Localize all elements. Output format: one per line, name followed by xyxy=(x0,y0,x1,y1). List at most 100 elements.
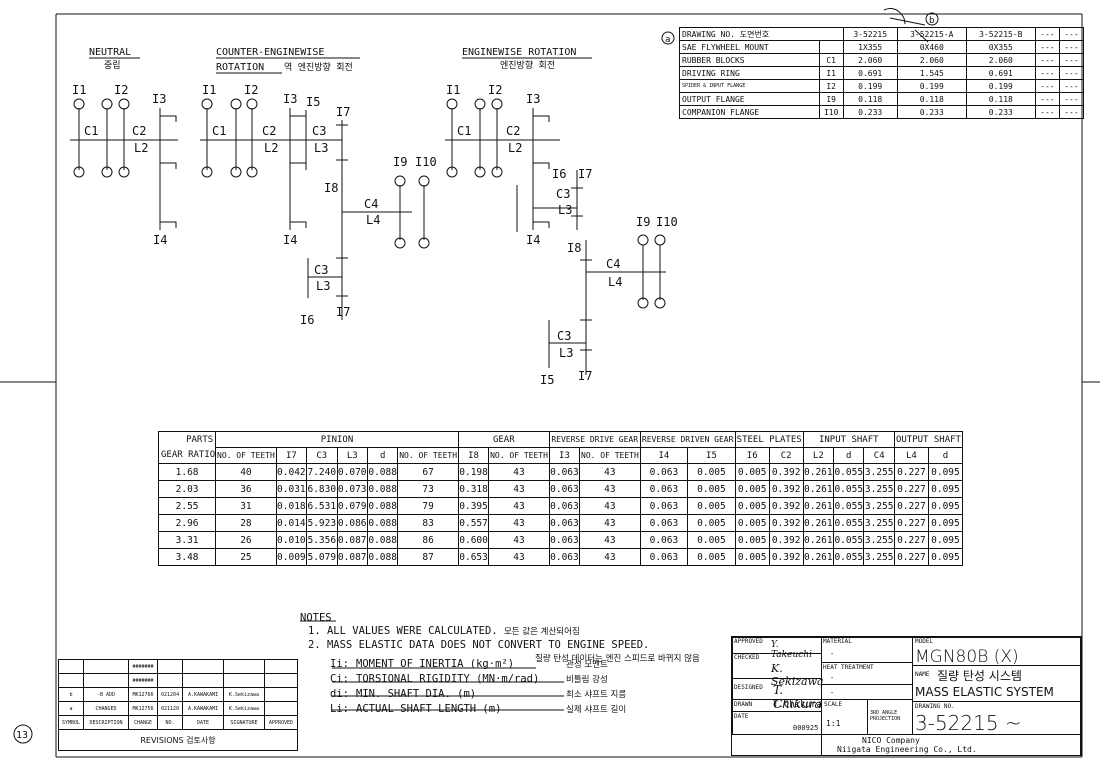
drawing-table-head: --- xyxy=(1034,27,1060,41)
revision-row: ####### xyxy=(57,659,299,674)
revision-mark-a: a xyxy=(665,35,670,45)
legend-symbol: Ci: xyxy=(330,673,349,685)
label-i7: I7 xyxy=(336,305,350,319)
legend-symbol: di: xyxy=(330,688,349,700)
heat-treatment-cell: HEAT TREATMENT - xyxy=(821,662,913,685)
revision-cell xyxy=(57,673,85,688)
table-cell: 6.830 xyxy=(306,480,338,498)
subheader-cell: L3 xyxy=(336,447,368,464)
legend-ko: 비틀림 강성 xyxy=(566,675,608,685)
table-cell: 43 xyxy=(579,463,641,481)
table-cell: 0.653 xyxy=(457,548,490,566)
table-cell: 0.227 xyxy=(893,531,929,549)
label-l3: L3 xyxy=(316,279,330,293)
neutral-diagram xyxy=(70,98,178,230)
counter-diagram xyxy=(200,98,430,320)
table-cell: 3.255 xyxy=(863,480,895,498)
table-cell: 43 xyxy=(488,480,550,498)
drawing-table-cell: --- xyxy=(1058,79,1085,93)
label-c2: C2 xyxy=(132,124,146,138)
table-cell: 0.005 xyxy=(687,548,736,566)
revision-cell: 021204 xyxy=(157,687,184,702)
drawing-table-head: --- xyxy=(1058,27,1085,41)
drawing-table-cell: 0X355 xyxy=(965,40,1036,54)
name-value: MASS ELASTIC SYSTEM xyxy=(915,685,1054,699)
revision-cell: -B ADD xyxy=(83,687,129,702)
table-cell: 0.392 xyxy=(768,548,804,566)
model-cell: MODEL MGN80B (X) xyxy=(912,637,1081,667)
table-cell: 43 xyxy=(488,548,550,566)
material-cell: MATERIAL - xyxy=(821,637,913,663)
table-cell: 0.063 xyxy=(548,514,581,532)
drawn-label: DRAWN xyxy=(734,701,753,708)
designed-signature: T. Chikura xyxy=(773,683,822,711)
parts-header: PARTS xyxy=(157,431,217,448)
label-i9: I9 xyxy=(393,155,407,169)
label-l4: L4 xyxy=(608,275,622,289)
table-cell: 0.055 xyxy=(833,514,865,532)
subheader-cell: NO. OF TEETH xyxy=(215,447,277,464)
table-cell: 0.063 xyxy=(639,531,689,549)
label-i4: I4 xyxy=(526,233,540,247)
subheader-cell: NO. OF TEETH xyxy=(579,447,641,464)
revision-cell xyxy=(157,673,184,688)
revision-cell: A.KAWAKAMI xyxy=(182,687,225,702)
gear-ratio-cell: 3.48 xyxy=(157,548,217,566)
revision-head-cell: APPROVED xyxy=(263,715,299,730)
drawing-table-head: 3-52215-A xyxy=(896,27,967,41)
label-i4: I4 xyxy=(283,233,297,247)
projection-cell: 3RD ANGLE PROJECTION xyxy=(867,699,913,735)
label-l2: L2 xyxy=(508,141,522,155)
subheader-cell: NO. OF TEETH xyxy=(488,447,550,464)
table-cell: 0.063 xyxy=(639,497,689,515)
revision-cell: b xyxy=(57,687,85,702)
table-cell: 0.088 xyxy=(366,531,399,549)
drawing-table-cell: 1X355 xyxy=(842,40,898,54)
table-cell: 0.070 xyxy=(336,463,368,481)
table-cell: 0.055 xyxy=(833,480,865,498)
revision-cell: CHANGED xyxy=(83,701,129,716)
table-cell: 5.079 xyxy=(306,548,338,566)
drawing-table-cell: --- xyxy=(1034,53,1060,67)
table-cell: 0.079 xyxy=(336,497,368,515)
label-i5: I5 xyxy=(306,95,320,109)
table-cell: 0.005 xyxy=(687,480,736,498)
heat-value: - xyxy=(830,674,835,682)
revision-cell xyxy=(57,659,85,674)
revision-mark-b: b xyxy=(929,16,934,26)
drawing-table-head: DRAWING NO. 도면번호 xyxy=(679,27,844,41)
revision-cell xyxy=(83,659,129,674)
table-cell: 0.088 xyxy=(366,480,399,498)
table-cell: 0.318 xyxy=(457,480,490,498)
label-c4: C4 xyxy=(606,257,620,271)
table-cell: 43 xyxy=(579,497,641,515)
label-c1: C1 xyxy=(457,124,471,138)
date-label: DATE xyxy=(734,713,749,720)
label-i10: I10 xyxy=(656,215,678,229)
notes-heading: NOTES xyxy=(300,612,332,624)
dash-value: - xyxy=(830,689,835,697)
drawing-table-cell: I10 xyxy=(818,105,844,119)
rev-driven-header: REVERSE DRIVEN GEAR xyxy=(639,431,736,448)
table-cell: 0.227 xyxy=(893,463,929,481)
table-cell: 0.261 xyxy=(802,514,835,532)
date-value: 000925 xyxy=(793,724,819,732)
subheader-cell: C2 xyxy=(768,447,804,464)
label-l2: L2 xyxy=(134,141,148,155)
drawing-table-cell: 0.199 xyxy=(965,79,1036,93)
subheader-cell: d xyxy=(366,447,399,464)
table-cell: 0.005 xyxy=(687,497,736,515)
label-i7: I7 xyxy=(578,167,592,181)
subheader-cell: C3 xyxy=(306,447,338,464)
revision-head-cell: DATE xyxy=(182,715,225,730)
table-cell: 0.095 xyxy=(927,548,964,566)
sheet-circle-mark: 13 xyxy=(16,730,28,741)
table-cell: 43 xyxy=(579,514,641,532)
subheader-cell: I7 xyxy=(275,447,308,464)
revision-head-cell: NO. xyxy=(157,715,184,730)
